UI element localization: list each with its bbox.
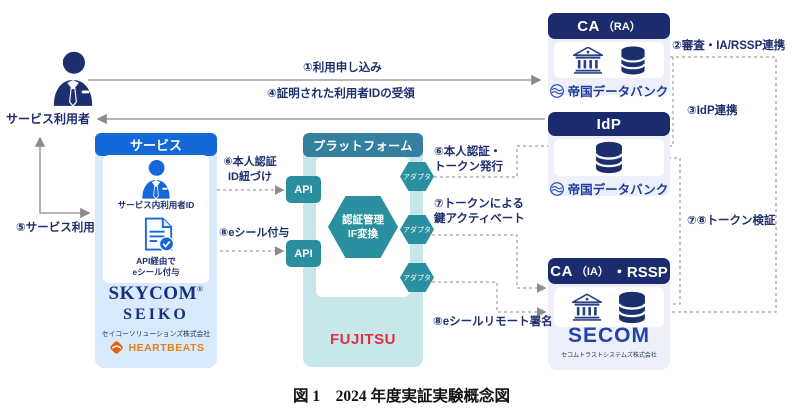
in-service-user-caption: サービス内利用者ID	[117, 200, 195, 210]
tdb-globe-icon	[550, 182, 564, 196]
service-user-label: サービス利用者	[5, 112, 90, 126]
idp-header: IdP	[548, 112, 670, 136]
flow-7-label: ⑦トークンによる鍵アクティベート	[434, 198, 525, 225]
ca-ra-box: CA（RA） 帝国データバンク	[548, 13, 670, 99]
database-icon	[595, 141, 623, 174]
idp-box: IdP 帝国データバンク	[548, 112, 670, 198]
seiko-company-name: セイコーソリューションズ株式会社	[101, 331, 211, 338]
seiko-logo: SEIKO	[123, 306, 189, 323]
arrow-6b-auth-token	[434, 141, 580, 178]
flow-78-label: ⑦⑧トークン検証	[687, 215, 776, 227]
skycom-logo: SKYCOM®	[108, 283, 204, 304]
ca-ia-rssp-box: CA（IA）・RSSP SECOM セコムトラストシステムズ株式会社	[548, 258, 670, 370]
service-header: サービス	[95, 133, 217, 156]
api-box-1: API	[286, 176, 321, 203]
secom-company-name: セコムトラストシステムズ株式会社	[561, 353, 657, 359]
eseal-document-icon	[144, 216, 174, 253]
eseal-document-caption: API経由で eシール付与	[132, 256, 180, 277]
flow-5-label: ⑤サービス利用	[16, 222, 95, 234]
service-user-icon	[50, 50, 96, 108]
ca-ia-rssp-header: CA（IA）・RSSP	[548, 258, 670, 284]
flow-3-label: ③IdP連携	[687, 105, 738, 117]
tdb-logo-ca-ra: 帝国データバンク	[548, 81, 670, 100]
in-service-user-icon	[139, 159, 173, 200]
bank-icon	[572, 293, 602, 322]
figure-caption: 図 1 2024 年度実証実験概念図	[292, 388, 510, 405]
secom-logo: SECOM	[567, 324, 650, 347]
ca-ra-inner-panel	[554, 42, 664, 78]
database-icon	[620, 46, 646, 75]
platform-header: プラットフォーム	[303, 133, 423, 157]
flow-2-label: ②審査・IA/RSSP連携	[672, 40, 786, 52]
ca-ra-header: CA（RA）	[548, 13, 670, 39]
arrow-5-service-use	[34, 136, 91, 219]
idp-inner-panel	[554, 139, 664, 176]
arrow-2-examination	[652, 56, 777, 317]
flow-8a-label: ⑧eシール付与	[219, 227, 290, 239]
flow-6b-label: ⑥本人認証・トークン発行	[434, 146, 503, 173]
flow-1-label: ①利用申し込み	[303, 62, 382, 74]
heartbeats-icon	[108, 339, 125, 356]
heartbeats-logo: HEARTBEATS	[95, 339, 217, 356]
arrow-8b-remote-sign	[432, 281, 547, 317]
api-box-2: API	[286, 240, 321, 267]
bank-icon	[573, 47, 603, 74]
arrow-7-key-activate	[432, 234, 547, 293]
ca-ia-inner-panel	[554, 287, 664, 327]
flow-8b-label: ⑧eシールリモート署名	[433, 316, 553, 328]
fujitsu-logo: FUJITSU	[329, 331, 396, 348]
database-icon	[618, 291, 646, 324]
tdb-globe-icon	[550, 84, 564, 98]
flow-4-label: ④証明された利用者IDの受領	[267, 88, 415, 100]
tdb-logo-idp: 帝国データバンク	[548, 179, 670, 198]
